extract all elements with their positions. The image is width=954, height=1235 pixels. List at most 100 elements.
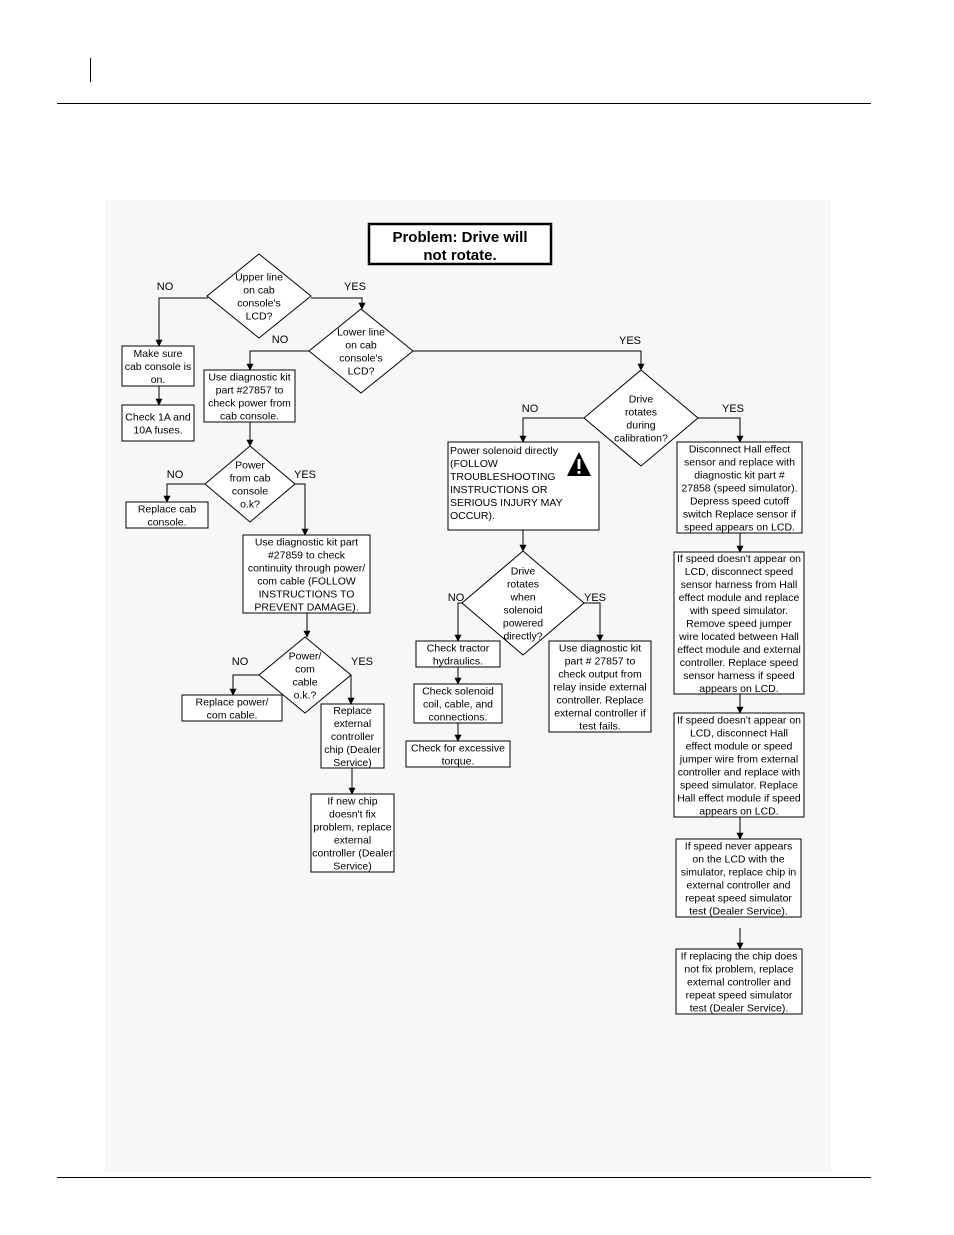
branch-label-yes: YES xyxy=(344,281,366,293)
decision-text-line: from cab xyxy=(230,473,271,485)
step-box xyxy=(673,551,805,695)
step-text-line: controller. Replace xyxy=(557,695,644,707)
title-line-1: Problem: Drive will xyxy=(392,229,527,246)
step-box xyxy=(673,712,805,818)
step-text-line: on the LCD with the xyxy=(692,854,784,866)
step-text-line: relay inside external xyxy=(553,682,646,694)
step-text-line: sensor and replace with xyxy=(684,457,795,469)
branch-label-yes: YES xyxy=(351,656,373,668)
connector-arrow xyxy=(413,350,645,371)
header-rule xyxy=(57,103,871,104)
step-box xyxy=(413,683,503,724)
connector-arrow xyxy=(519,417,584,443)
step-text-line: LCD, disconnect speed xyxy=(685,566,794,578)
step-text-line: torque. xyxy=(442,756,475,768)
branch-label-no: NO xyxy=(448,592,465,604)
branch-label-yes: YES xyxy=(722,403,744,415)
step-text-line: coil, cable, and xyxy=(423,699,493,711)
decision-diamond xyxy=(204,445,296,523)
step-text-line: sensor harness from Hall xyxy=(681,579,798,591)
step-text-line: controller and replace with xyxy=(678,767,801,779)
step-text-line: Use diagnostic kit xyxy=(208,372,290,384)
step-text-line: with speed simulator. xyxy=(689,605,788,617)
step-text-line: com cable. xyxy=(207,710,258,722)
decision-diamond xyxy=(583,369,699,467)
header-marker xyxy=(90,58,91,82)
step-text-line: wire located between Hall xyxy=(678,631,799,643)
connector-arrow xyxy=(311,297,366,310)
step-box xyxy=(675,838,802,918)
step-text-line: doesn't fix xyxy=(329,809,377,821)
step-text-line: If speed doesn't appear on xyxy=(677,715,801,727)
decision-text-line: powered xyxy=(503,618,543,630)
step-box xyxy=(548,640,652,733)
step-text-line: Depress speed cutoff xyxy=(690,496,789,508)
decision-text-line: console xyxy=(232,486,268,498)
step-text-line: (FOLLOW xyxy=(450,458,498,470)
step-box xyxy=(125,501,209,529)
step-text-line: continuity through power/ xyxy=(248,563,365,575)
step-text-line: not fix problem, replace xyxy=(684,964,793,976)
step-text-line: 10A fuses. xyxy=(133,425,182,437)
branch-label-no: NO xyxy=(157,281,174,293)
step-text-line: external xyxy=(334,835,371,847)
step-text-line: problem, replace xyxy=(313,822,391,834)
decision-text-line: console's xyxy=(237,298,280,310)
step-text-line: Replace xyxy=(333,705,372,717)
step-text-line: Check tractor xyxy=(427,643,490,655)
step-text-line: effect module or speed xyxy=(686,741,793,753)
step-text-line: Disconnect Hall effect xyxy=(689,444,790,456)
step-box xyxy=(415,640,501,668)
step-box xyxy=(675,948,803,1015)
step-text-line: effect module and external xyxy=(677,644,801,656)
branch-label-yes: YES xyxy=(584,592,606,604)
step-text-line: switch Replace sensor if xyxy=(683,509,796,521)
step-text-line: Remove speed jumper xyxy=(686,618,792,630)
step-text-line: If replacing the chip does xyxy=(681,951,798,963)
step-box xyxy=(310,793,395,873)
step-text-line: OCCUR). xyxy=(450,510,495,522)
branch-label-no: NO xyxy=(522,403,539,415)
branch-label-no: NO xyxy=(232,656,249,668)
footer-rule xyxy=(57,1177,871,1178)
step-text-line: Service) xyxy=(333,757,372,769)
step-text-line: If speed never appears xyxy=(685,841,792,853)
connector-arrow xyxy=(584,602,604,642)
step-text-line: speed simulator. Replace xyxy=(680,780,798,792)
decision-text-line: Power xyxy=(235,460,265,472)
step-text-line: console. xyxy=(147,517,186,529)
step-b5: Use diagnostic kit part#27859 to checkco… xyxy=(242,534,371,614)
decision-text-line: Drive xyxy=(629,394,654,406)
step-box xyxy=(405,740,511,768)
step-text-line: on. xyxy=(151,374,166,386)
connector-arrow xyxy=(454,602,462,642)
decision-text-line: o.k? xyxy=(240,499,260,511)
step-text-line: PREVENT DAMAGE). xyxy=(254,602,358,614)
decision-text-line: LCD? xyxy=(246,311,273,323)
decision-text-line: Lower line xyxy=(337,327,385,339)
step-text-line: Power solenoid directly xyxy=(450,445,559,457)
step-text-line: Use diagnostic kit xyxy=(559,643,641,655)
decision-text-line: cable xyxy=(292,677,317,689)
decision-text-line: Power/ xyxy=(289,651,322,663)
connector-arrow xyxy=(229,674,259,696)
step-text-line: Check solenoid xyxy=(422,686,494,698)
step-text-line: test fails. xyxy=(579,721,620,733)
step-text-line: check power from xyxy=(208,398,291,410)
step-b6: Replace power/com cable. xyxy=(181,694,283,722)
step-text-line: part # 27857 to xyxy=(565,656,636,668)
